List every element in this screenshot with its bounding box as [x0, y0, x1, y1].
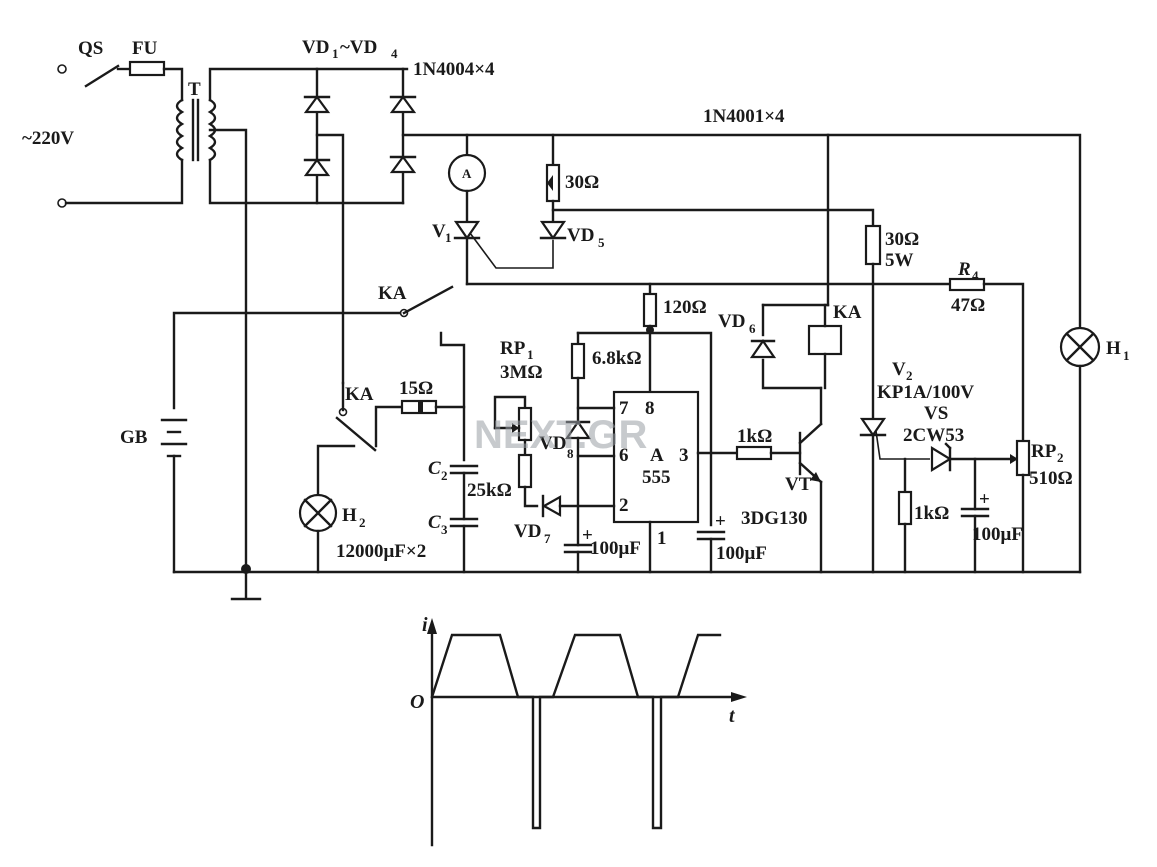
label-r25k: 25kΩ	[467, 480, 512, 501]
label-c100-c: 100μF	[972, 524, 1023, 545]
label-h1-sub: 1	[1123, 348, 1130, 363]
label-vd4-sub: 4	[391, 46, 398, 61]
plus-sign-1: +	[582, 525, 593, 546]
label-t: T	[188, 79, 201, 100]
plus-sign-2: +	[715, 511, 726, 532]
label-v1-sub: 1	[445, 230, 452, 245]
label-vd1: VD	[302, 37, 329, 58]
origin-label: O	[410, 691, 424, 713]
charge-control	[447, 133, 882, 421]
label-r15: 15Ω	[399, 378, 433, 399]
label-vt: VT	[785, 474, 812, 495]
timer-section	[493, 282, 802, 574]
label-h1: H	[1106, 338, 1121, 359]
label-chip: 555	[642, 467, 671, 488]
watermark: NEXT.GR	[474, 413, 647, 457]
relay-driver	[749, 133, 1031, 574]
label-c100-b: 100μF	[716, 543, 767, 564]
label-qs: QS	[78, 38, 103, 59]
label-r30b-1: 30Ω	[885, 229, 919, 250]
label-zener: 2CW53	[903, 425, 964, 446]
y-axis-arrow	[427, 618, 437, 634]
label-c3-sub: 3	[441, 522, 448, 537]
plus-sign-3: +	[979, 489, 990, 510]
label-r120: 120Ω	[663, 297, 707, 318]
label-v2: V	[892, 359, 906, 380]
label-r30a: 30Ω	[565, 172, 599, 193]
component-labels: QS FU T ~220V VD 1 ~VD 4 1N4004×4 1N4001…	[22, 37, 1130, 564]
label-c100-a: 100μF	[590, 538, 641, 559]
label-rp1: RP	[500, 338, 526, 359]
label-ka-switch2: KA	[345, 384, 374, 405]
label-vd8: VD	[539, 433, 566, 454]
bridge-rectifier	[303, 67, 1082, 385]
label-vd1-sub: 1	[332, 46, 339, 61]
label-ka-switch: KA	[378, 283, 407, 304]
label-pin3: 3	[679, 445, 689, 466]
label-r4-sub: 4	[972, 268, 979, 283]
label-chip-a: A	[650, 445, 664, 466]
label-h2: H	[342, 505, 357, 526]
label-pin8: 8	[645, 398, 655, 419]
label-v2-sub: 2	[906, 368, 913, 383]
label-r4: R	[957, 259, 971, 280]
input-section	[57, 60, 409, 600]
current-waveform: i t O	[410, 614, 747, 847]
label-vt-type: 3DG130	[741, 508, 808, 529]
current-trace	[430, 633, 722, 830]
label-vd7-sub: 7	[544, 531, 551, 546]
label-pin7: 7	[619, 398, 629, 419]
label-gb: GB	[120, 427, 148, 448]
label-rp2-sub: 2	[1057, 450, 1064, 465]
label-pin2: 2	[619, 495, 629, 516]
battery-section	[160, 277, 1101, 601]
label-rp1-sub: 1	[527, 347, 534, 362]
label-vd6-sub: 6	[749, 321, 756, 336]
label-rp2: RP	[1031, 441, 1057, 462]
axis-label-t: t	[729, 705, 736, 727]
label-supply: ~220V	[22, 128, 74, 149]
label-c2: C	[428, 458, 441, 479]
label-bridge-diodes: 1N4004×4	[413, 59, 495, 80]
label-vd8-sub: 8	[567, 446, 574, 461]
label-h2-sub: 2	[359, 515, 366, 530]
label-c-big: 12000μF×2	[336, 541, 426, 562]
label-pin6: 6	[619, 445, 629, 466]
label-in4001: 1N4001×4	[703, 106, 785, 127]
label-vd5: VD	[567, 225, 594, 246]
label-fu: FU	[132, 38, 158, 59]
axis-label-i: i	[422, 614, 428, 636]
label-c2-sub: 2	[441, 468, 448, 483]
label-pin1: 1	[657, 528, 667, 549]
label-vs: VS	[924, 403, 948, 424]
label-rp1-val: 3MΩ	[500, 362, 543, 383]
label-vd7: VD	[514, 521, 541, 542]
label-r30b-2: 5W	[885, 250, 914, 271]
label-ka-coil: KA	[833, 302, 862, 323]
label-vd-range: ~VD	[340, 37, 377, 58]
storage-section	[298, 331, 479, 574]
label-vd6: VD	[718, 311, 745, 332]
label-v1: V	[432, 221, 446, 242]
label-r1k-b: 1kΩ	[914, 503, 949, 524]
label-ammeter: A	[462, 166, 472, 181]
label-c3: C	[428, 512, 441, 533]
label-r68k: 6.8kΩ	[592, 348, 642, 369]
label-vd5-sub: 5	[598, 235, 605, 250]
label-r4-val: 47Ω	[951, 295, 985, 316]
label-v2-type: KP1A/100V	[877, 382, 974, 403]
x-axis-arrow	[731, 692, 747, 702]
label-r1k-a: 1kΩ	[737, 426, 772, 447]
label-rp2-val: 510Ω	[1029, 468, 1073, 489]
